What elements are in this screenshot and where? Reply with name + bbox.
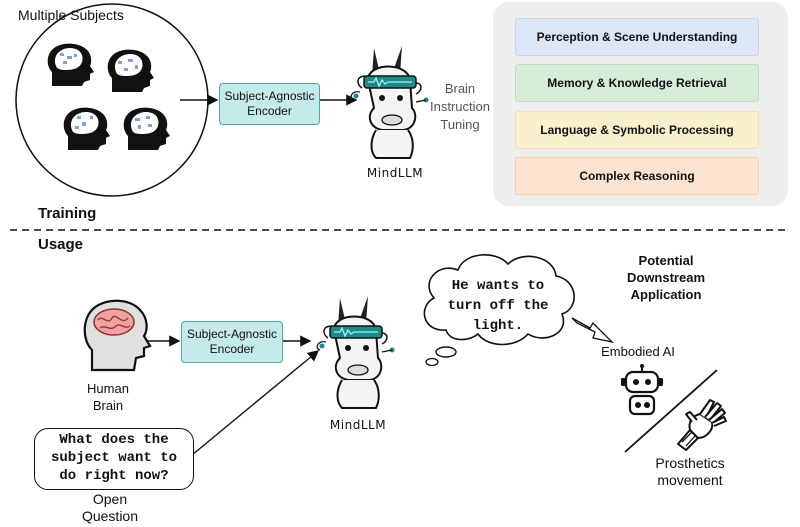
llama-icon [350, 46, 429, 159]
capability-reasoning: Complex Reasoning [515, 157, 759, 195]
training-encoder-box: Subject-Agnostic Encoder [219, 83, 320, 125]
subject-head-icon [107, 49, 154, 92]
capability-language: Language & Symbolic Processing [515, 111, 759, 149]
tuning-label: Brain Instruction Tuning [430, 81, 490, 132]
question-caption: Open Question [81, 491, 139, 524]
arrow-bubble-to-app [571, 317, 615, 344]
usage-section-label: Usage [38, 236, 84, 253]
capability-memory: Memory & Knowledge Retrieval [515, 64, 759, 102]
arrow-question-to-model [191, 350, 320, 456]
embodied-ai-label: Embodied AI [601, 344, 675, 359]
training-model-label: MindLLM [366, 166, 424, 180]
subject-head-icon [47, 43, 94, 86]
robot-icon [621, 364, 663, 416]
question-text: What does the subject want to do right n… [50, 432, 178, 484]
app-divider [624, 369, 718, 453]
question-box [34, 428, 194, 490]
capability-perception: Perception & Scene Understanding [515, 18, 759, 56]
prosthetics-label: Prosthetics movement [655, 455, 725, 488]
subject-head-icon [123, 107, 170, 150]
answer-text: He wants to turn off the light. [447, 278, 549, 334]
subjects-label: Multiple Subjects [18, 7, 124, 23]
usage-encoder-box: Subject-Agnostic Encoder [181, 321, 283, 363]
prosthetic-hand-icon [677, 399, 727, 451]
llama-icon [316, 296, 395, 409]
thought-bubble [423, 254, 575, 367]
subject-head-icon [63, 107, 110, 150]
brain-label: Human Brain [87, 381, 129, 413]
training-section-label: Training [38, 205, 97, 222]
human-brain-icon [83, 299, 152, 372]
downstream-title: Potential Downstream Application [626, 253, 706, 302]
subjects-circle [15, 3, 209, 197]
usage-model-label: MindLLM [329, 418, 387, 432]
